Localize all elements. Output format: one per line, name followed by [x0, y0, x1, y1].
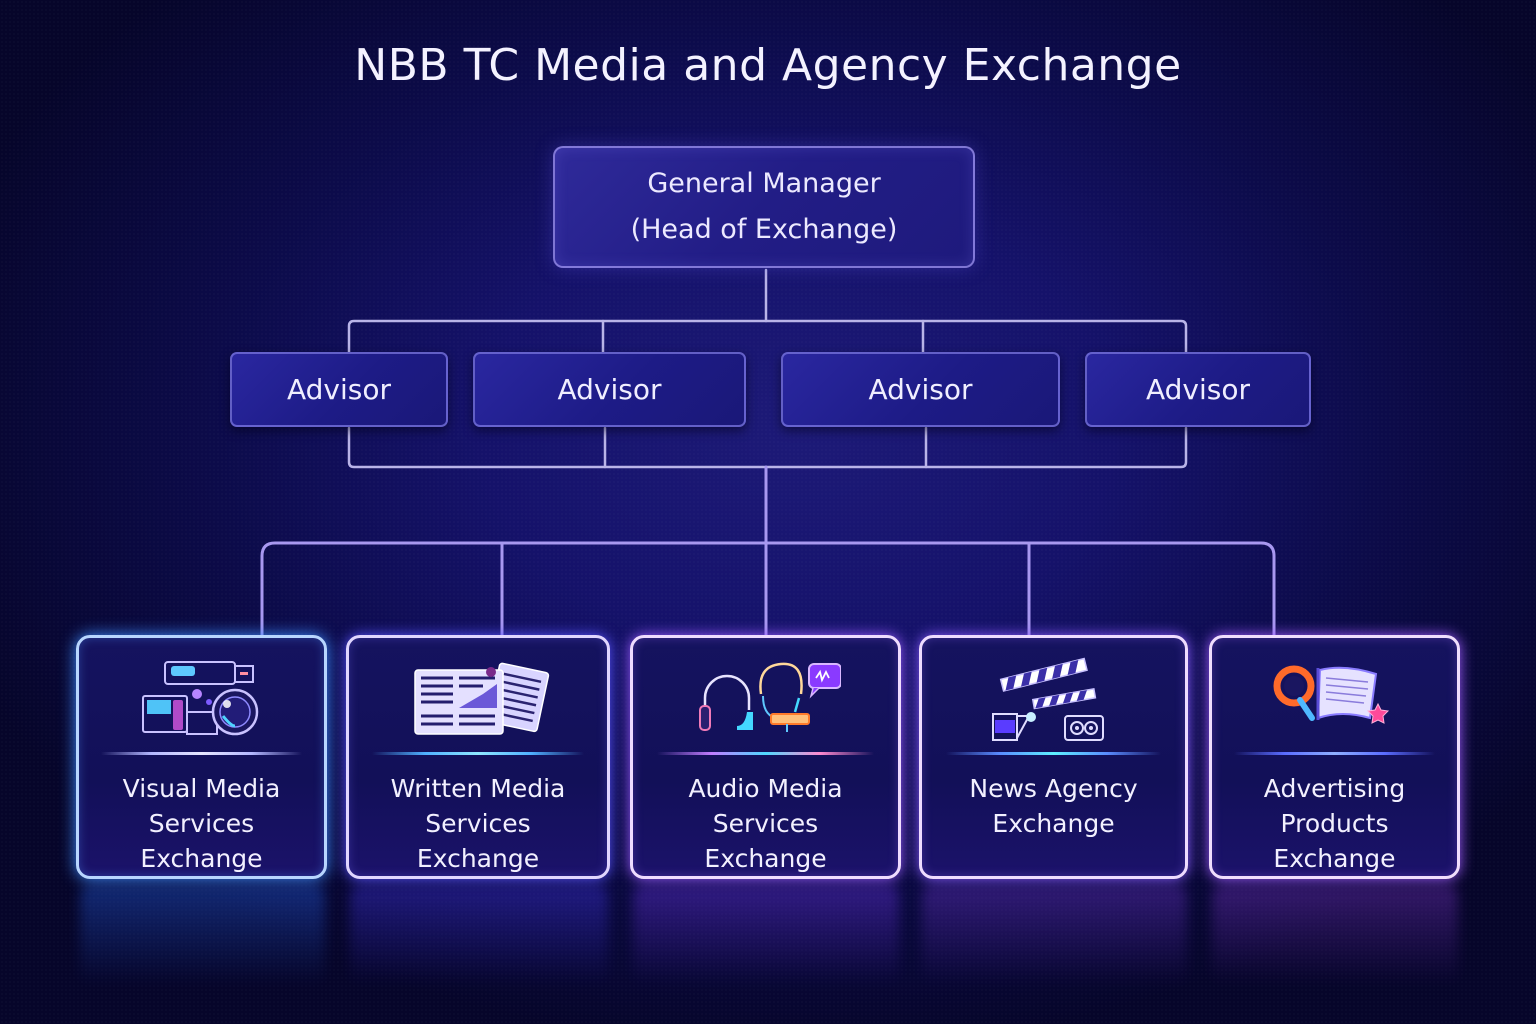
general-manager-title: General Manager: [647, 168, 881, 199]
camera-icon: [141, 661, 258, 736]
newspaper-icon: [414, 662, 550, 735]
connector-advisor-bottom-bar: [347, 426, 1188, 469]
headphones-icon: [698, 662, 841, 732]
card-reflection: [80, 885, 325, 985]
dept-label: Visual Media Services Exchange: [122, 774, 281, 873]
advisor-box-2[interactable]: Advisor: [473, 352, 746, 427]
advisor-label: Advisor: [868, 373, 973, 406]
magnifier-brochure-icon: [1273, 665, 1389, 724]
dept-label: News Agency Exchange: [969, 774, 1138, 838]
connector-advisor-top-bar: [347, 319, 1188, 354]
card-divider: [945, 752, 1162, 755]
advisor-label: Advisor: [557, 373, 662, 406]
card-divider: [1234, 752, 1435, 755]
chart-title: NBB TC Media and Agency Exchange: [354, 40, 1182, 91]
dept-card-written-media[interactable]: Written Media Services Exchange: [346, 635, 610, 879]
card-reflection: [922, 885, 1187, 985]
connector-dept-bar: [260, 541, 1276, 637]
advisor-box-4[interactable]: Advisor: [1085, 352, 1311, 427]
card-divider: [372, 752, 584, 755]
dept-card-news-agency[interactable]: News Agency Exchange: [919, 635, 1188, 879]
dept-card-audio-media[interactable]: Audio Media Services Exchange: [630, 635, 901, 879]
dept-label: Audio Media Services Exchange: [688, 774, 843, 873]
dept-label: Advertising Products Exchange: [1263, 774, 1406, 873]
general-manager-box[interactable]: General Manager (Head of Exchange): [553, 146, 975, 268]
general-manager-subtitle: (Head of Exchange): [630, 214, 898, 245]
card-divider: [101, 752, 302, 755]
dept-card-advertising-products[interactable]: Advertising Products Exchange: [1209, 635, 1460, 879]
card-reflection: [350, 885, 608, 985]
card-divider: [656, 752, 875, 755]
card-reflection: [633, 885, 899, 985]
clapperboard-icon: [991, 657, 1104, 741]
dept-label: Written Media Services Exchange: [390, 774, 566, 873]
dept-card-visual-media[interactable]: Visual Media Services Exchange: [76, 635, 327, 879]
advisor-box-1[interactable]: Advisor: [230, 352, 448, 427]
advisor-label: Advisor: [286, 373, 391, 406]
advisor-box-3[interactable]: Advisor: [781, 352, 1060, 427]
advisor-label: Advisor: [1145, 373, 1250, 406]
card-reflection: [1212, 885, 1458, 985]
